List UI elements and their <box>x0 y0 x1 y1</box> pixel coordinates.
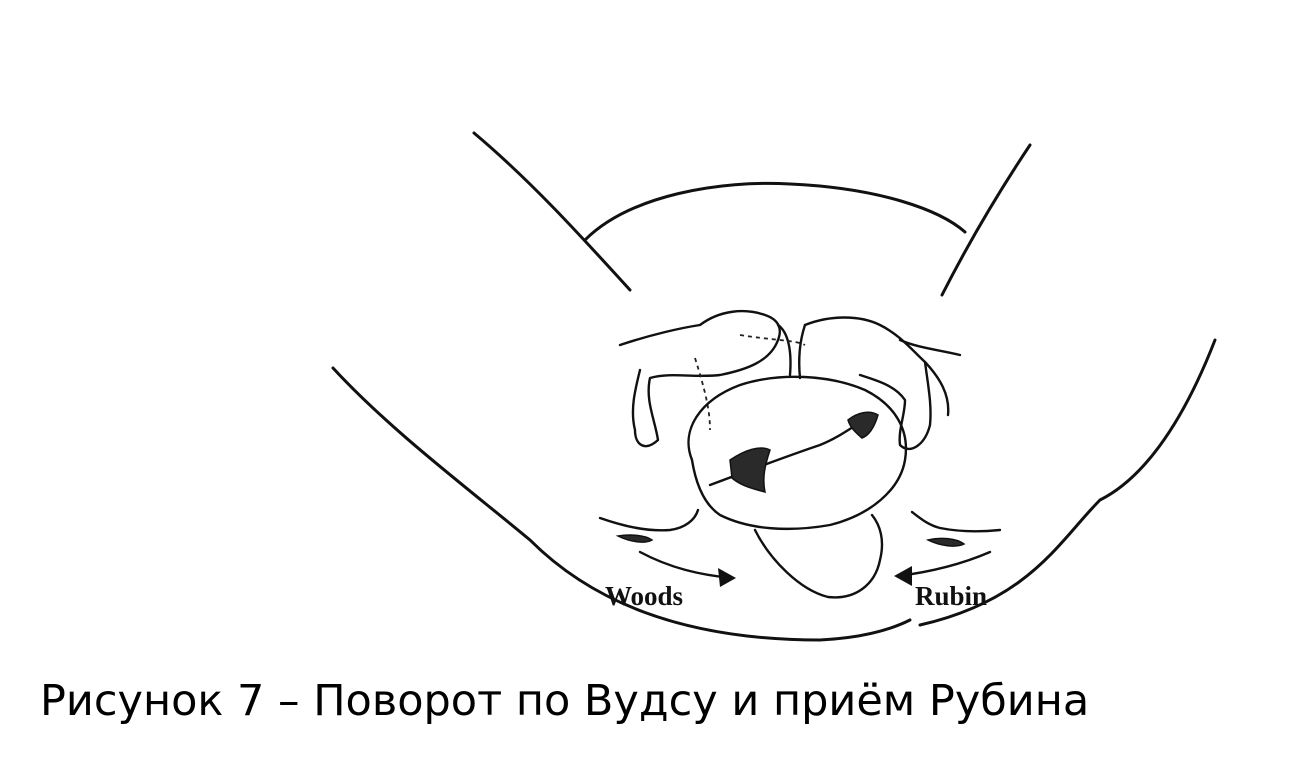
infant-chin <box>753 513 884 599</box>
illustration-woods-rubin: Woods Rubin <box>300 100 1240 660</box>
operator-finger-left-nail <box>615 534 654 543</box>
infant-left-arm <box>618 309 781 448</box>
operator-finger-right <box>910 510 1002 533</box>
label-rubin: Rubin <box>915 581 987 611</box>
posterior-fontanelle <box>847 411 879 439</box>
operator-finger-left <box>598 508 700 532</box>
woods-arrow <box>638 550 734 580</box>
woods-arrowhead-icon <box>718 568 736 587</box>
label-woods: Woods <box>605 581 683 611</box>
rubin-arrowhead-icon <box>894 566 912 586</box>
right-buttock-outline <box>918 338 1217 627</box>
anterior-fontanelle <box>729 447 771 494</box>
left-thigh-line <box>472 131 632 292</box>
operator-finger-right-nail <box>925 537 966 547</box>
infant-hand-right <box>898 338 962 417</box>
left-buttock-outline <box>331 366 912 642</box>
figure-caption: Рисунок 7 – Поворот по Вудсу и приём Руб… <box>40 676 1090 726</box>
infant-neck <box>776 323 807 380</box>
infant-right-arm <box>803 316 932 451</box>
umbilical-cord-dashed <box>694 334 806 431</box>
abdomen-curve <box>583 181 967 242</box>
right-thigh-line <box>940 143 1032 297</box>
infant-head <box>687 375 908 531</box>
